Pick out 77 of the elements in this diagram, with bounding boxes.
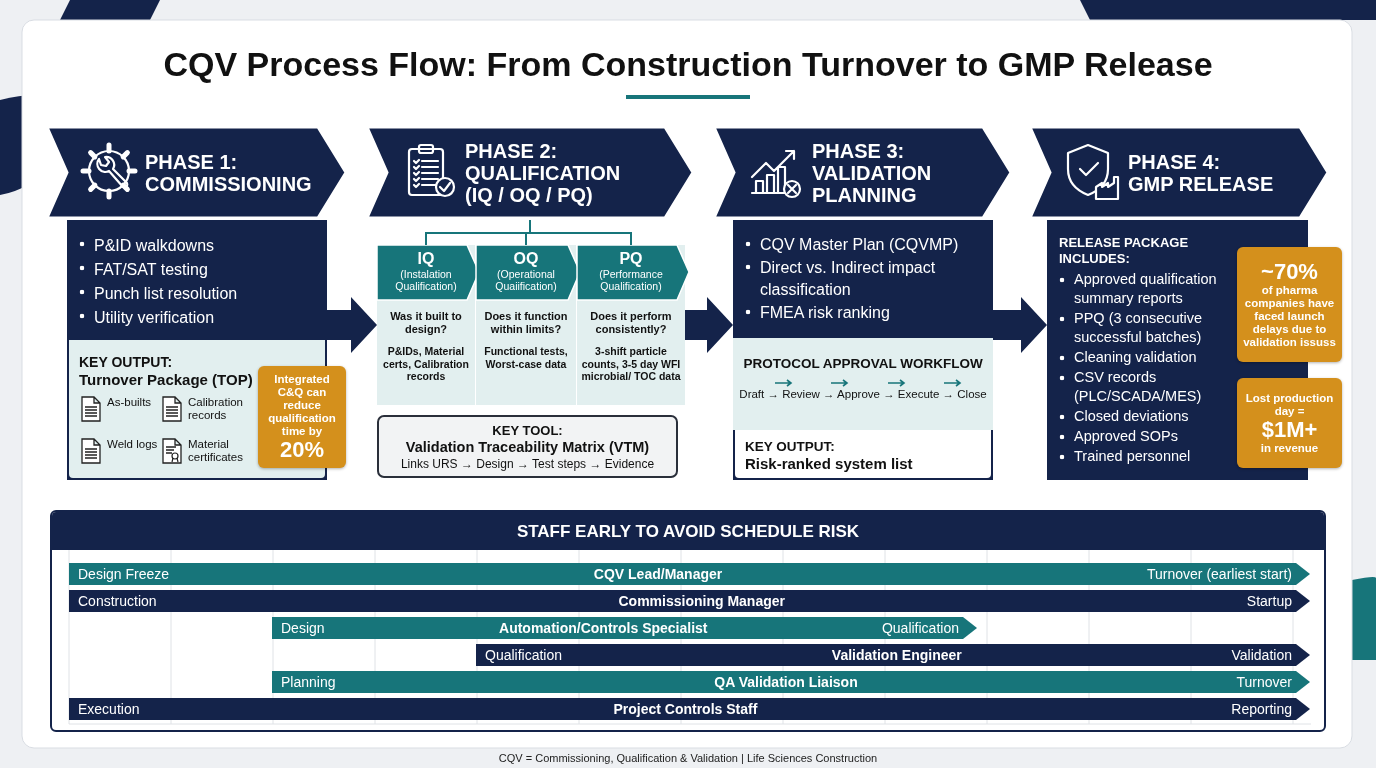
role-name: Automation/Controls Specialist [499,620,708,636]
phase-number: PHASE 4: [1128,150,1222,173]
stat-value: 20% [279,437,324,462]
schedule-bar [272,617,977,639]
workflow-steps: Draft → Review → Approve → Execute → Close [733,388,993,400]
workflow-heading: PROTOCOL APPROVAL WORKFLOW [742,356,984,371]
stat-callout [1237,378,1342,468]
schedule-bar [69,698,1310,720]
stat-value: $1M+ [1261,417,1318,442]
schedule-bar [272,671,1310,693]
key-tool-box [377,415,678,478]
milestone-label: Validation [1231,647,1292,663]
schedule-bar [69,563,1310,585]
title: CQV Process Flow: From Construction Turnover to GMP Release [162,45,1214,84]
output-panel [733,430,993,480]
stat-text: of pharma companies have faced launch delays due to validation issuss [1242,284,1337,349]
phase-title: QUALIFICATION (IQ / OQ / PQ) [465,161,622,206]
flow-arrow [993,297,1047,353]
stage-name: (Operational Quaiification) [494,268,558,292]
milestone-label: Reporting [1231,701,1292,717]
stage-code: OQ [512,250,540,268]
output-title: Turnover Package (TOP) [79,371,253,388]
stat-callout [258,366,346,468]
stage-question: Does it function within limits? [483,310,569,336]
stat-value: ~70% [1261,260,1318,284]
milestone-label: Execution [78,701,140,717]
stage-question: Was it built to design? [389,310,463,336]
stage-evidence: P&IDs, Material certs, Calibration records [382,345,470,383]
milestone-label: Turnover [1236,674,1292,690]
milestone-label: Design [281,620,325,636]
stat-text: in revenue [1260,441,1319,455]
stat-text: Lost production day = [1244,391,1335,418]
phase-title: VALIDATION PLANNING [812,161,933,206]
phase-number: PHASE 3: [812,139,906,162]
milestone-label: Qualification [485,647,563,663]
caption: CQV = Commissioning, Qualification & Validation | Life Sciences Construction [497,752,879,764]
document-label: Weld logs [107,438,159,451]
role-name: QA Validation Liaison [714,674,858,690]
document-label: As-builts [107,396,153,409]
output-heading: KEY OUTPUT: [745,439,835,454]
stat-text: Integrated C&Q can reduce qualification time by [267,372,337,438]
tool-description: Links URS → Design → Test steps → Evidence [399,456,656,473]
stat-callout [1237,247,1342,362]
panel-heading: STAFF EARLY TO AVOID SCHEDULE RISK [515,522,861,542]
milestone-label: Qualification [881,620,959,636]
phase-number: PHASE 2: [465,139,559,162]
role-name: CQV Lead/Manager [593,566,723,582]
role-name: Commissioning Manager [618,593,785,609]
milestone-label: Startup [1246,593,1292,609]
phase-title: COMMISSIONING [145,172,312,195]
document-label: Material certificates [188,438,244,464]
schedule-bar [476,644,1310,666]
milestone-label: Construction [78,593,157,609]
stage-name: (Instalation Qualification) [394,268,458,292]
role-name: Project Controls Staff [613,701,758,717]
tool-heading: KEY TOOL: [491,423,564,438]
document-label: Calibration records [188,396,244,422]
section-heading: RELEASE PACKAGE INCLUDES: [1059,235,1190,267]
flow-arrow [685,297,733,353]
output-title: Risk-ranked system list [745,455,913,472]
qualification-column [377,245,475,405]
role-name: Validation Engineer [831,647,962,663]
output-heading: KEY OUTPUT: [79,354,173,370]
flow-arrow [327,297,377,353]
milestone-label: Turnover (earliest start) [1147,566,1292,582]
qualification-column [476,245,576,405]
workflow-panel [733,338,993,430]
milestone-label: Planning [281,674,336,690]
phase-number: PHASE 1: [145,150,239,173]
schedule-bar [69,590,1310,612]
milestone-label: Design Freeze [78,566,170,582]
tool-title: Validation Traceability Matrix (VTM) [404,438,651,456]
connector-line [529,219,632,246]
stage-code: IQ [416,250,436,268]
phase-title: GMP RELEASE [1128,172,1274,195]
schedule-panel [50,510,1326,732]
stage-evidence: Functional tests, Worst-case data [483,345,569,370]
